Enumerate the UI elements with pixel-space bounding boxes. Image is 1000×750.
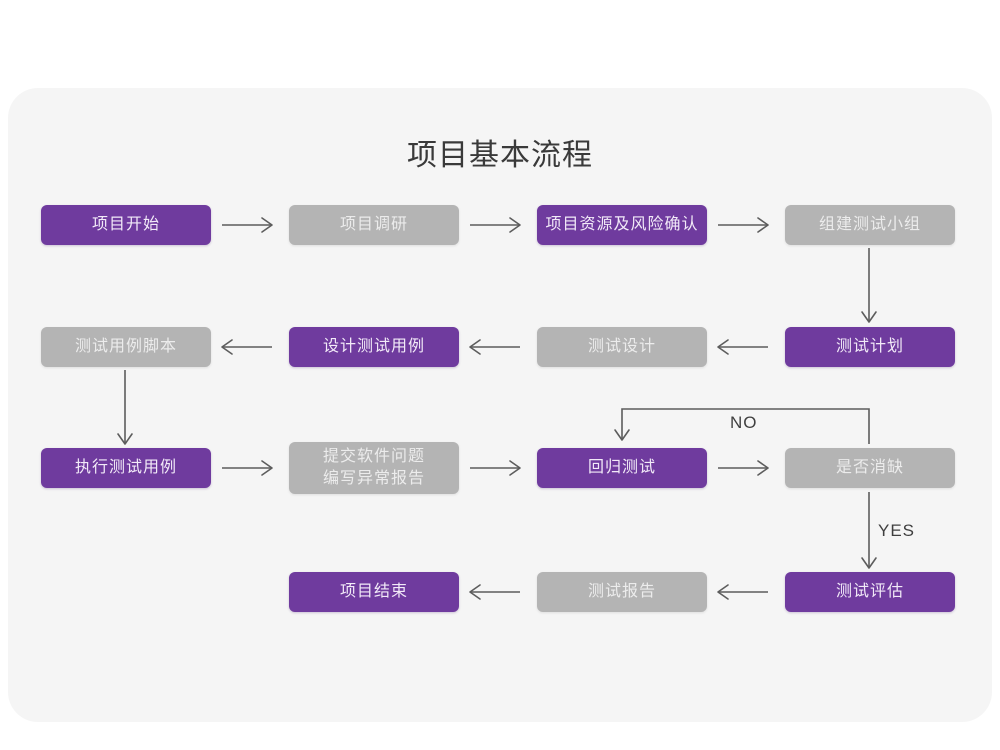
edge-label-no: NO [730,413,758,432]
node-project-end[interactable]: 项目结束 [289,572,459,612]
page-title: 项目基本流程 [407,139,593,172]
node-test-evaluation[interactable]: 测试评估 [785,572,955,612]
node-build-test-team[interactable]: 组建测试小组 [785,205,955,245]
edge-label-yes: YES [878,521,916,540]
node-resource-risk-confirmation[interactable]: 项目资源及风险确认 [537,205,707,245]
node-defects-cleared[interactable]: 是否消缺 [785,448,955,488]
node-submit-defects-report[interactable]: 提交软件问题 编写异常报告 [289,442,459,494]
node-test-plan[interactable]: 测试计划 [785,327,955,367]
node-project-research[interactable]: 项目调研 [289,205,459,245]
node-regression-test[interactable]: 回归测试 [537,448,707,488]
node-test-report[interactable]: 测试报告 [537,572,707,612]
node-test-case-script[interactable]: 测试用例脚本 [41,327,211,367]
flowchart-card [8,88,992,722]
node-test-design[interactable]: 测试设计 [537,327,707,367]
node-design-test-cases[interactable]: 设计测试用例 [289,327,459,367]
node-project-start[interactable]: 项目开始 [41,205,211,245]
node-execute-test-cases[interactable]: 执行测试用例 [41,448,211,488]
